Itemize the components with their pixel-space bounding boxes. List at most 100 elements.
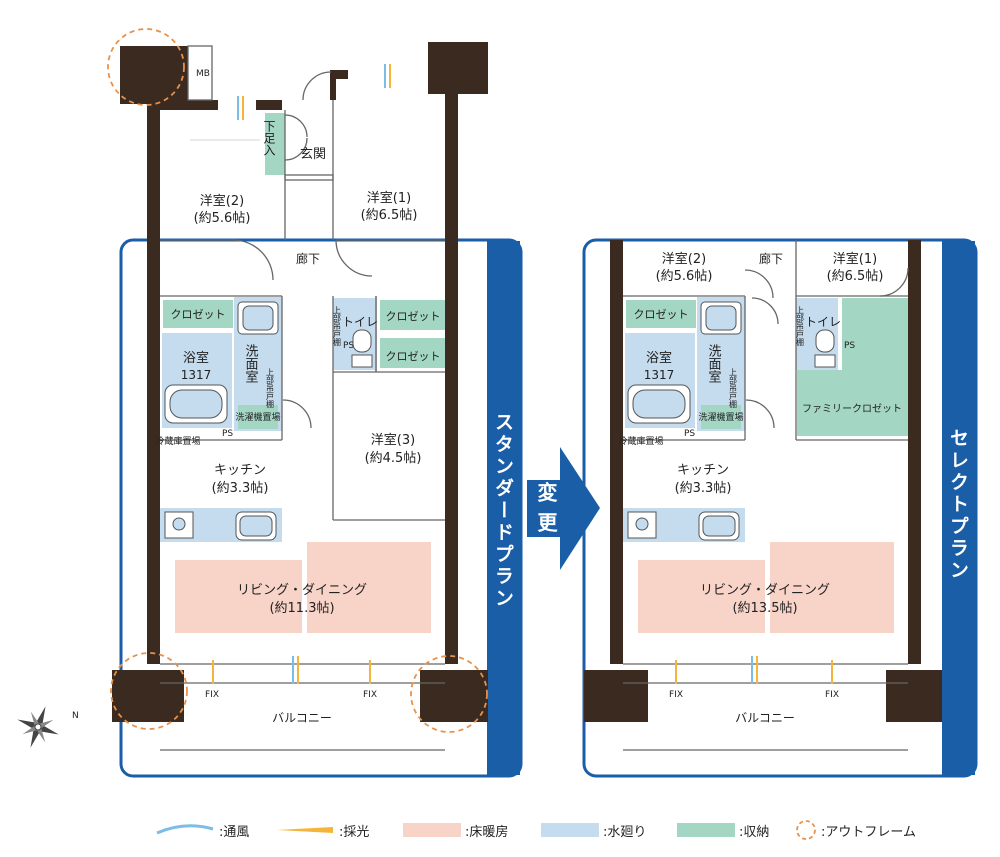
legend-water: :水廻り xyxy=(541,818,646,842)
living-name: リビング・ダイニング xyxy=(237,583,367,598)
s-bath-size: 1317 xyxy=(644,368,675,382)
s-upper-shelf-wash: 上部吊戸棚 xyxy=(729,368,738,409)
kitchen-name: キッチン xyxy=(214,463,266,478)
fridge-label: 冷蔵庫置場 xyxy=(155,435,200,447)
standard-plan: スタンダードプラン xyxy=(107,28,523,778)
s-kitchen-size: (約3.3帖) xyxy=(675,481,732,496)
s-western2-name: 洋室(2) xyxy=(662,251,706,267)
legend-water-label: :水廻り xyxy=(603,824,647,840)
select-living-heating-right xyxy=(770,542,894,633)
western2-name: 洋室(2) xyxy=(200,193,244,209)
s-living-size: (約13.5帖) xyxy=(732,601,797,616)
standard-plan-frame xyxy=(119,238,523,778)
legend-ventilation-label: :通風 xyxy=(219,824,250,840)
outframe-icon xyxy=(796,820,816,840)
legend-storage-label: :収納 xyxy=(739,824,770,840)
storage-swatch xyxy=(677,823,735,837)
upper-shelf-toilet: 上部吊戸棚 xyxy=(333,306,342,347)
select-walls xyxy=(584,240,942,722)
s-western1-name: 洋室(1) xyxy=(833,251,877,267)
select-window-markers xyxy=(675,656,833,684)
s-kitchen-name: キッチン xyxy=(677,463,729,478)
standard-window-markers xyxy=(212,64,391,684)
fix2-label: FIX xyxy=(363,690,377,700)
closet-area-1 xyxy=(163,300,233,328)
fix1-label: FIX xyxy=(205,690,219,700)
select-fixtures xyxy=(627,301,836,541)
compass-north-label: N xyxy=(72,711,79,721)
standard-walls xyxy=(112,42,488,722)
legend-storage: :収納 xyxy=(677,818,769,842)
legend-ventilation: :通風 xyxy=(155,818,249,842)
s-washroom-label: 洗面室 xyxy=(706,344,722,383)
change-label: 変更 xyxy=(534,481,558,542)
kitchen-size: (約3.3帖) xyxy=(212,481,269,496)
upper-shelf-wash: 上部吊戸棚 xyxy=(266,368,275,409)
s-fix2-label: FIX xyxy=(825,690,839,700)
standard-partitions xyxy=(160,45,445,751)
select-plan-title: セレクトプラン xyxy=(947,428,969,582)
s-balcony-label: バルコニー xyxy=(735,711,795,725)
select-plan-band xyxy=(942,241,975,775)
toilet-label: トイレ xyxy=(342,315,378,329)
floor-heating-swatch xyxy=(403,823,461,837)
s-bath-name: 浴室 xyxy=(646,350,672,366)
s-ps1-label: PS xyxy=(844,341,855,351)
shoe-storage xyxy=(265,113,285,175)
entrance-label: 玄関 xyxy=(300,147,326,162)
legend: :通風 :採光 :床暖房 :水廻り :収納 :アウトフレーム xyxy=(155,818,955,842)
standard-plan-title: スタンダードプラン xyxy=(492,412,514,610)
closet1-label: クロゼット xyxy=(171,308,226,321)
closet-area-3 xyxy=(380,338,446,368)
s-ps2-label: PS xyxy=(684,429,695,439)
light-icon xyxy=(277,827,333,833)
ps1-label: PS xyxy=(343,341,354,351)
western3-name: 洋室(3) xyxy=(371,432,415,448)
living-heating-left xyxy=(175,560,302,633)
select-living-heating-left xyxy=(638,560,765,633)
s-corridor-label: 廊下 xyxy=(759,251,783,266)
mb-label: MB xyxy=(196,69,210,79)
legend-light-label: :採光 xyxy=(339,824,370,840)
select-closet-area-1 xyxy=(626,300,696,328)
s-living-name: リビング・ダイニング xyxy=(700,583,830,598)
select-washer-area xyxy=(701,405,741,429)
select-plan-frame xyxy=(582,238,978,778)
s-closet1-label: クロゼット xyxy=(634,308,689,321)
select-plan: セレクトプラン xyxy=(582,238,978,778)
washer-area xyxy=(238,405,278,429)
western1-size: (約6.5帖) xyxy=(361,208,418,223)
western2-size: (約5.6帖) xyxy=(194,211,251,226)
s-fridge-label: 冷蔵庫置場 xyxy=(618,435,663,447)
washroom-label: 洗面室 xyxy=(243,344,259,383)
family-closet-label: ファミリークロゼット xyxy=(802,403,902,415)
ps2-label: PS xyxy=(222,429,233,439)
change-arrow: 変更 xyxy=(527,447,600,570)
balcony-label: バルコニー xyxy=(272,711,332,725)
legend-outframe-label: :アウトフレーム xyxy=(821,824,916,840)
closet2-label: クロゼット xyxy=(386,310,441,323)
corridor-label: 廊下 xyxy=(296,251,320,266)
s-upper-shelf-toilet: 上部吊戸棚 xyxy=(796,306,805,347)
living-heating-right xyxy=(307,542,431,633)
legend-light: :採光 xyxy=(275,818,369,842)
closet-area-2 xyxy=(380,300,446,330)
closet3-label: クロゼット xyxy=(386,350,441,363)
legend-floor-heating: :床暖房 xyxy=(403,818,508,842)
living-size: (約11.3帖) xyxy=(269,601,334,616)
s-western2-size: (約5.6帖) xyxy=(656,269,713,284)
legend-outframe: :アウトフレーム xyxy=(795,818,916,842)
western1-name: 洋室(1) xyxy=(367,190,411,206)
s-western1-size: (約6.5帖) xyxy=(827,269,884,284)
shoe-label: 下足入 xyxy=(262,120,276,156)
washer-label: 洗濯機置場 xyxy=(235,411,280,423)
bath-size: 1317 xyxy=(181,368,212,382)
western3-size: (約4.5帖) xyxy=(365,451,422,466)
select-labels: 洋室(2) (約5.6帖) 廊下 洋室(1) (約6.5帖) クロゼット トイレ… xyxy=(618,251,902,725)
s-toilet-label: トイレ xyxy=(805,315,841,329)
standard-labels: MB 下足入 玄関 洋室(2) (約5.6帖) 洋室(1) (約6.5帖) 廊下… xyxy=(155,69,440,725)
s-fix1-label: FIX xyxy=(669,690,683,700)
standard-plan-band xyxy=(487,241,520,775)
family-closet-area xyxy=(797,298,908,436)
